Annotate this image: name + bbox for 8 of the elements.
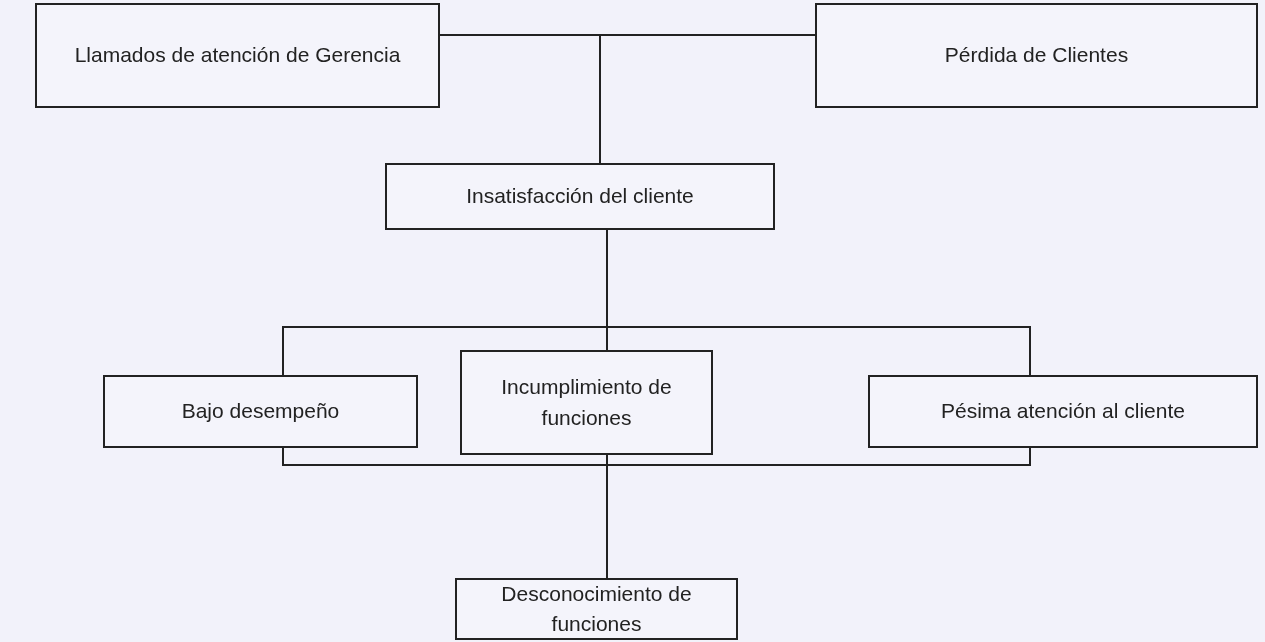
text-box: Incumplimiento de funciones [460, 350, 713, 455]
text-box: Pésima atención al cliente [868, 375, 1258, 448]
text-box: Bajo desempeño [103, 375, 418, 448]
text-box: Llamados de atención de Gerencia [35, 3, 440, 108]
text-box: Desconocimiento de funciones [455, 578, 738, 640]
text-box: Insatisfacción del cliente [385, 163, 775, 230]
connector-line [599, 34, 816, 164]
text-box: Pérdida de Clientes [815, 3, 1258, 108]
